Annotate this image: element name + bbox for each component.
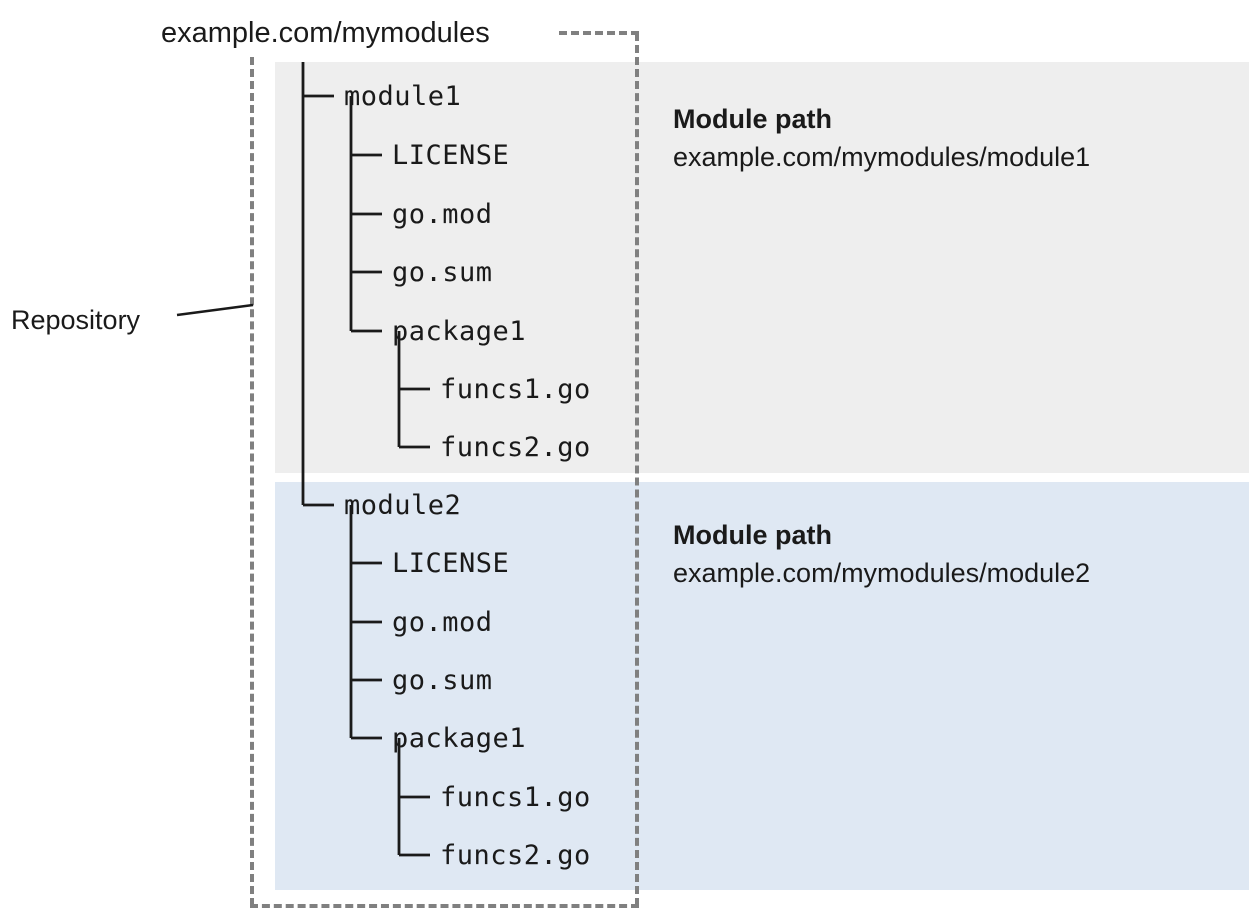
repository-boundary-top [559, 31, 639, 35]
module2-annotation: Module path example.com/mymodules/module… [673, 516, 1090, 592]
tree-node-license: LICENSE [392, 140, 510, 171]
module2-annotation-title: Module path [673, 520, 832, 550]
tree-node-funcs1-go: funcs1.go [440, 374, 591, 405]
module1-highlight-band [275, 62, 1249, 473]
tree-node-funcs2-go: funcs2.go [440, 840, 591, 871]
repository-leader-line [176, 303, 254, 317]
tree-node-package1: package1 [392, 723, 527, 754]
tree-node-license: LICENSE [392, 548, 510, 579]
repository-title: example.com/mymodules [161, 17, 490, 49]
tree-node-package1: package1 [392, 316, 527, 347]
tree-node-module1: module1 [344, 81, 462, 112]
repository-boundary-left [250, 57, 254, 906]
tree-node-go-sum: go.sum [392, 665, 493, 696]
tree-node-module2: module2 [344, 490, 462, 521]
module1-annotation-path: example.com/mymodules/module1 [673, 142, 1091, 172]
tree-node-go-sum: go.sum [392, 257, 493, 288]
tree-node-go-mod: go.mod [392, 199, 493, 230]
tree-node-funcs2-go: funcs2.go [440, 432, 591, 463]
tree-node-go-mod: go.mod [392, 607, 493, 638]
module1-annotation-title: Module path [673, 104, 832, 134]
module2-annotation-path: example.com/mymodules/module2 [673, 558, 1091, 588]
repository-caption: Repository [11, 305, 141, 335]
tree-node-funcs1-go: funcs1.go [440, 782, 591, 813]
repository-boundary-bottom [250, 904, 639, 908]
repository-boundary-right [635, 33, 639, 906]
module2-highlight-band [275, 482, 1249, 890]
module1-annotation: Module path example.com/mymodules/module… [673, 100, 1090, 176]
